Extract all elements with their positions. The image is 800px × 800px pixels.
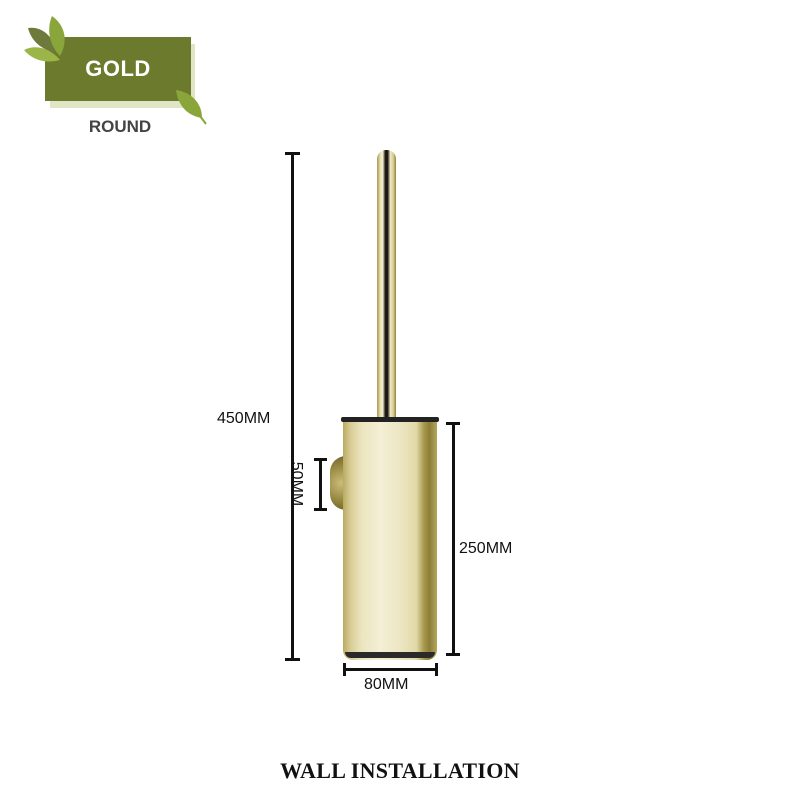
leaf-cluster-icon bbox=[24, 16, 65, 62]
brush-handle bbox=[377, 150, 396, 422]
wall-bracket bbox=[330, 456, 346, 510]
installation-caption: WALL INSTALLATION bbox=[280, 758, 520, 783]
holder-height-line bbox=[452, 423, 455, 655]
holder-base bbox=[345, 652, 435, 658]
holder-rim bbox=[341, 417, 439, 422]
holder-width-label: 80MM bbox=[364, 676, 409, 693]
leaf-icon bbox=[176, 90, 207, 125]
badge-title: GOLD bbox=[85, 56, 151, 81]
width-tick-right bbox=[435, 663, 438, 676]
bracket-tick-top bbox=[314, 458, 327, 461]
holder-tick-top bbox=[446, 422, 460, 425]
bracket-height-line bbox=[319, 459, 322, 509]
finish-badge: GOLD bbox=[45, 37, 191, 101]
total-height-line bbox=[291, 153, 294, 660]
width-tick-left bbox=[343, 663, 346, 676]
bracket-tick-bottom bbox=[314, 508, 327, 511]
brush-holder-body bbox=[343, 420, 437, 660]
holder-height-label: 250MM bbox=[459, 540, 513, 557]
badge-subtitle: ROUND bbox=[88, 117, 152, 136]
holder-width-line bbox=[344, 668, 437, 671]
total-height-label: 450MM bbox=[217, 410, 271, 427]
total-height-tick-top bbox=[285, 152, 300, 155]
holder-tick-bottom bbox=[446, 653, 460, 656]
total-height-tick-bottom bbox=[285, 658, 300, 661]
bracket-height-label: 50MM bbox=[288, 461, 306, 507]
